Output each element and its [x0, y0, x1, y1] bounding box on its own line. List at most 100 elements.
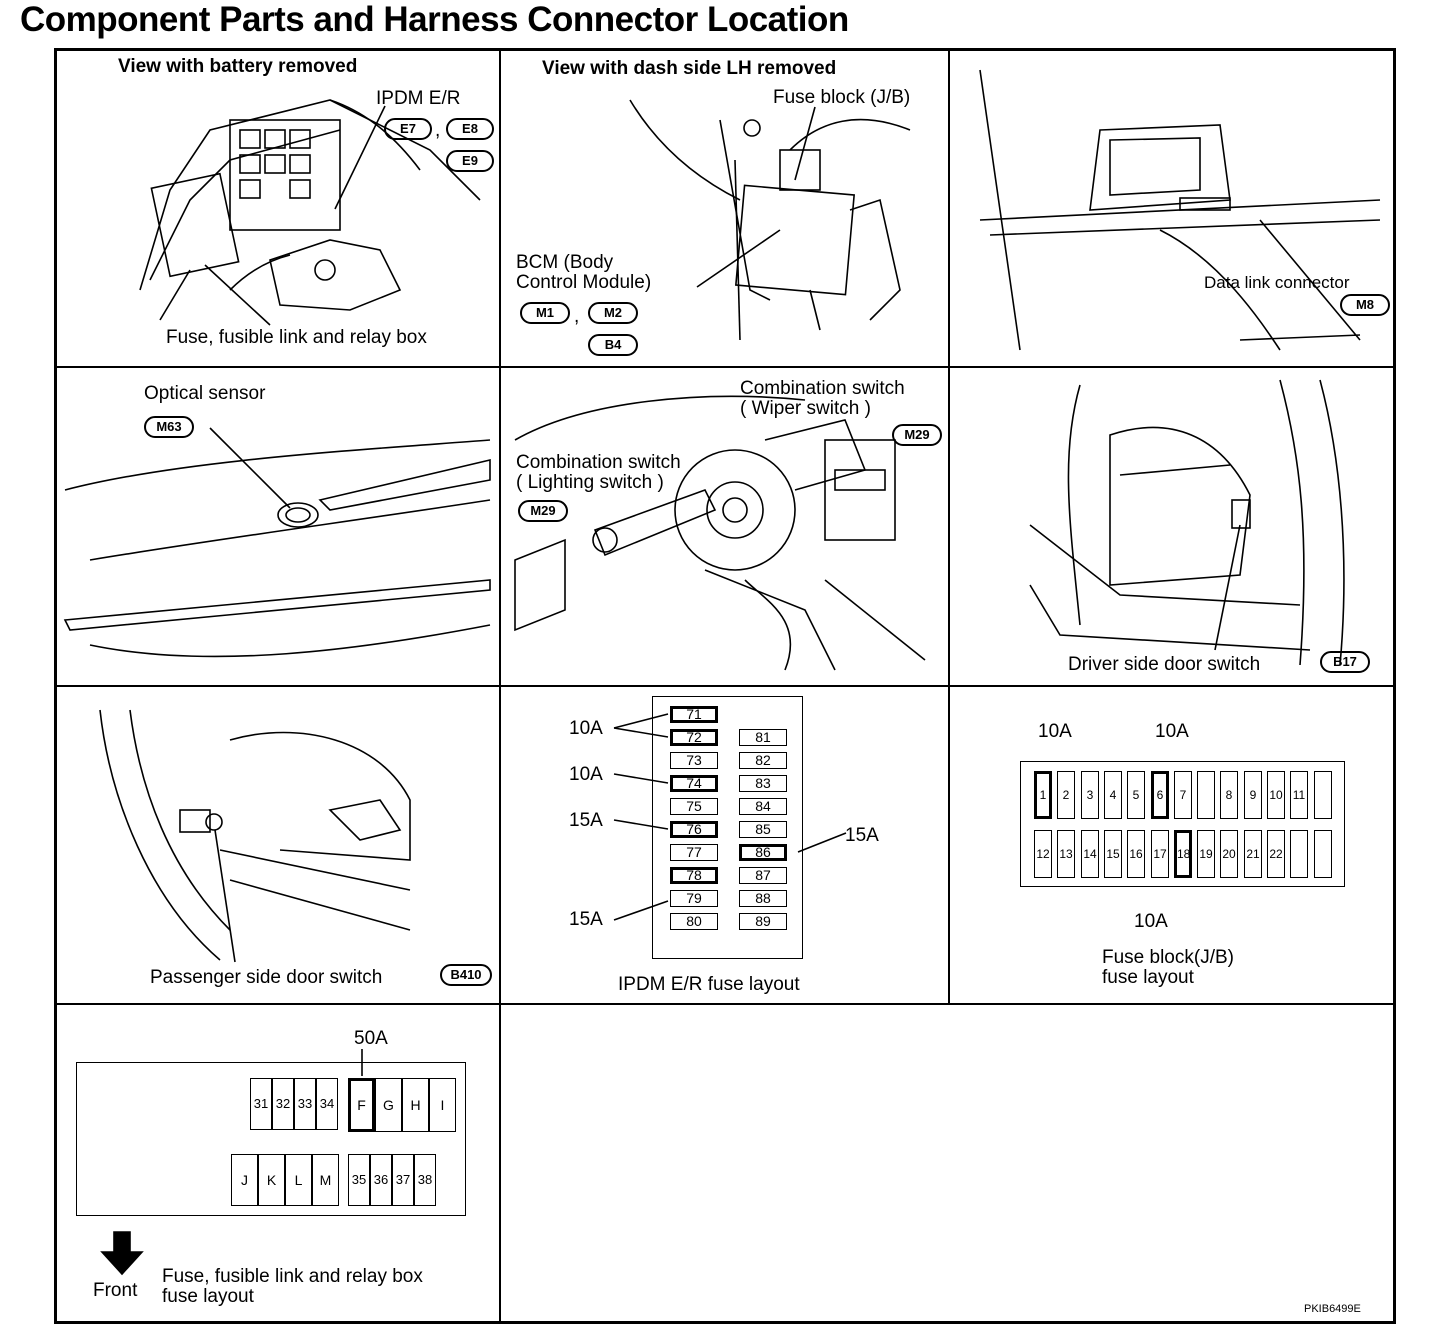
fuse-rating-label: 10A	[1038, 721, 1072, 742]
connector-b410: B410	[440, 964, 492, 986]
fuse-slot: 33	[294, 1078, 316, 1130]
fuse-slot: 83	[739, 775, 787, 792]
bcm-label-line2: Control Module)	[516, 272, 652, 293]
fuse-box-label: Fuse, fusible link and relay box	[166, 327, 427, 348]
connector-m29-wiper: M29	[892, 424, 942, 446]
fuse-slot	[1290, 830, 1308, 878]
fuse-slot: 13	[1057, 830, 1075, 878]
dash-illustration	[629, 99, 911, 341]
connector-m1: M1	[520, 302, 570, 324]
fuse-slot: 82	[739, 752, 787, 769]
fuse-slot: H	[402, 1078, 429, 1132]
fuse-slot: M	[312, 1154, 339, 1206]
fuse-slot: 11	[1290, 771, 1308, 819]
fuse-rating-label: 10A	[1134, 911, 1168, 932]
figure-code: PKIB6499E	[1304, 1303, 1361, 1315]
fuse-slot: 72	[670, 729, 718, 746]
fuse-slot: 18	[1174, 830, 1192, 878]
fuse-slot: 15	[1104, 830, 1122, 878]
fuse-slot: 2	[1057, 771, 1075, 819]
fuse-rating-label: 15A	[569, 909, 603, 930]
connector-m29-lighting: M29	[518, 500, 568, 522]
fuse-slot: 9	[1244, 771, 1262, 819]
fuse-slot: 74	[670, 775, 718, 792]
fuse-rating-label: 10A	[569, 718, 603, 739]
fuse-slot: 4	[1104, 771, 1122, 819]
fuse-slot: 5	[1127, 771, 1145, 819]
driver-door-switch-label: Driver side door switch	[1068, 654, 1261, 675]
connector-m63: M63	[144, 416, 194, 438]
jb-fuse-panel	[1020, 761, 1345, 887]
connector-e9: E9	[446, 150, 494, 172]
leader-line	[334, 105, 386, 210]
relay-box-caption-line2: fuse layout	[162, 1286, 254, 1307]
front-label: Front	[93, 1280, 138, 1301]
fuse-slot: 20	[1220, 830, 1238, 878]
leader-line	[204, 264, 271, 326]
grid-divider	[948, 50, 950, 1004]
fuse-slot: 35	[348, 1154, 370, 1206]
fuse-slot: 73	[670, 752, 718, 769]
fuse-slot: 76	[670, 821, 718, 838]
fuse-slot	[1314, 830, 1332, 878]
lighting-switch-label-line2: ( Lighting switch )	[516, 472, 664, 493]
fuse-slot: 84	[739, 798, 787, 815]
fuse-slot: I	[429, 1078, 456, 1132]
fuse-rating-label: 10A	[569, 764, 603, 785]
grid-divider	[56, 1003, 1394, 1005]
fuse-slot: 1	[1034, 771, 1052, 819]
fuse-slot: 81	[739, 729, 787, 746]
ipdm-label: IPDM E/R	[376, 88, 461, 109]
battery-panel-heading: View with battery removed	[118, 56, 358, 77]
fuse-slot: 79	[670, 890, 718, 907]
fuse-slot: G	[375, 1078, 402, 1132]
leader-line	[794, 106, 816, 181]
fuse-slot: 87	[739, 867, 787, 884]
leader-line	[696, 229, 781, 288]
jb-fuse-layout-caption-line2: fuse layout	[1102, 967, 1194, 988]
fuse-slot: F	[348, 1078, 375, 1132]
fuse-rating-label: 15A	[845, 825, 879, 846]
connector-e7: E7	[384, 118, 432, 140]
fuse-slot: 12	[1034, 830, 1052, 878]
fuse-slot: 89	[739, 913, 787, 930]
ipdm-fuse-panel	[652, 696, 803, 959]
wiper-switch-label-line1: Combination switch	[740, 378, 905, 399]
fuse-slot: J	[231, 1154, 258, 1206]
fuse-slot: 37	[392, 1154, 414, 1206]
fuse-slot: 85	[739, 821, 787, 838]
fuse-rating-label: 15A	[569, 810, 603, 831]
connector-separator: ,	[435, 120, 441, 141]
connector-m2: M2	[588, 302, 638, 324]
connector-m8: M8	[1340, 294, 1390, 316]
fuse-block-label: Fuse block (J/B)	[773, 87, 911, 108]
fuse-slot: 17	[1151, 830, 1169, 878]
fuse-slot: 7	[1174, 771, 1192, 819]
fuse-slot: 21	[1244, 830, 1262, 878]
fuse-slot: 38	[414, 1154, 436, 1206]
fuse-slot: K	[258, 1154, 285, 1206]
fuse-slot: 88	[739, 890, 787, 907]
windshield-illustration	[63, 427, 491, 658]
data-link-label: Data link connector	[1204, 273, 1350, 292]
fuse-slot: 8	[1220, 771, 1238, 819]
fuse-slot: 34	[316, 1078, 338, 1130]
connector-e8: E8	[446, 118, 494, 140]
fuse-slot: 77	[670, 844, 718, 861]
driver-door-illustration	[1029, 379, 1345, 666]
ipdm-leader-lines	[613, 713, 847, 921]
passenger-door-switch-label: Passenger side door switch	[150, 967, 383, 988]
fuse-slot: 78	[670, 867, 718, 884]
fuse-slot: 10	[1267, 771, 1285, 819]
fuse-slot: 6	[1151, 771, 1169, 819]
optical-sensor-label: Optical sensor	[144, 383, 266, 404]
grid-divider	[56, 685, 1394, 687]
ipdm-fuse-layout-caption: IPDM E/R fuse layout	[618, 974, 800, 995]
fuse-slot: 80	[670, 913, 718, 930]
fuse-slot: 36	[370, 1154, 392, 1206]
fuse-slot: 31	[250, 1078, 272, 1130]
fuse-slot: 3	[1081, 771, 1099, 819]
fuse-slot: L	[285, 1154, 312, 1206]
data-link-illustration	[979, 69, 1381, 351]
lighting-switch-label-line1: Combination switch	[516, 452, 681, 473]
